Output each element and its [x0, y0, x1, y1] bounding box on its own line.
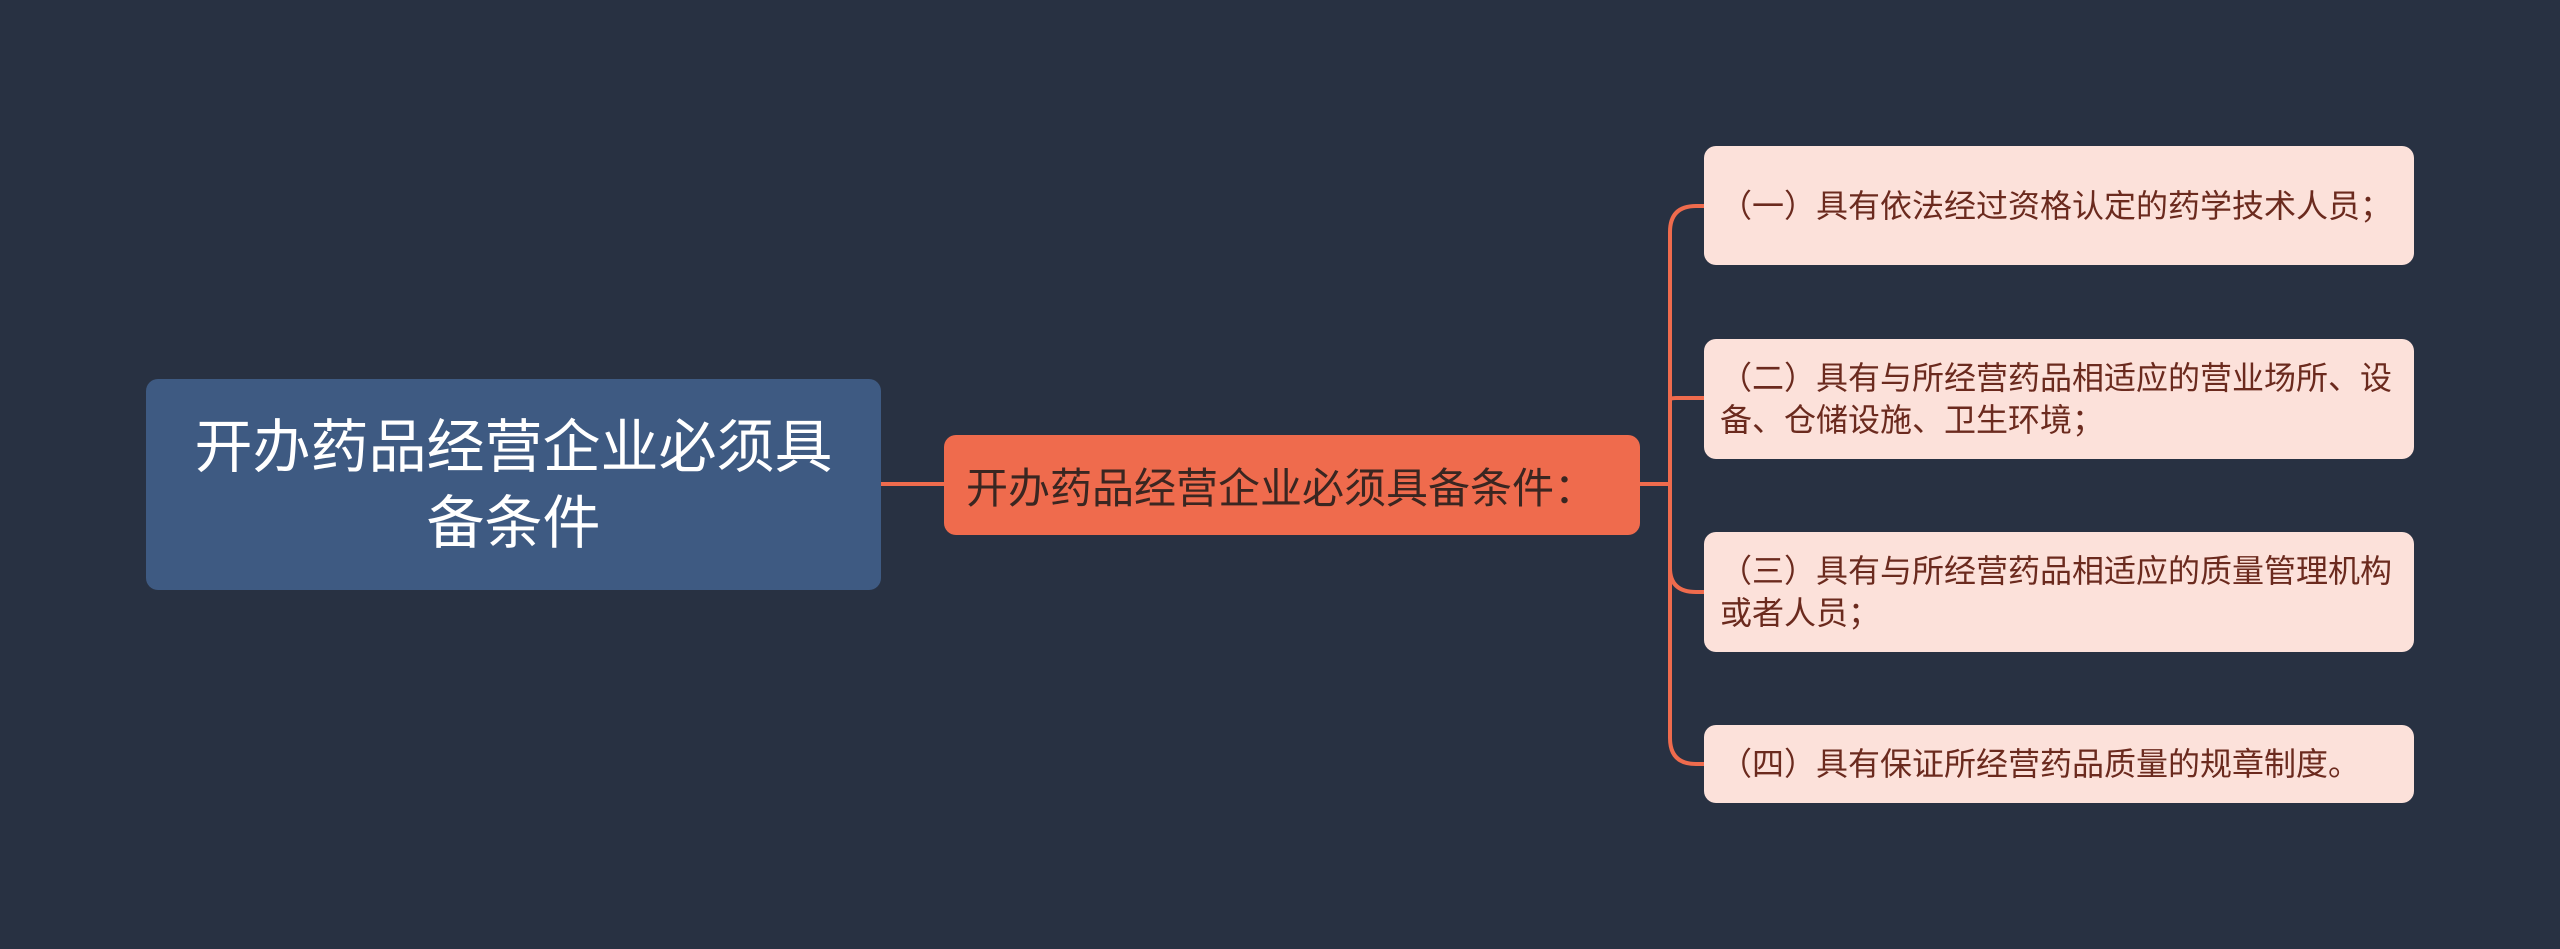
leaf-label-2: （二）具有与所经营药品相适应的营业场所、设备、仓储设施、卫生环境；: [1720, 359, 2393, 439]
leaf-label-3: （三）具有与所经营药品相适应的质量管理机构或者人员；: [1720, 552, 2393, 632]
leaf-label-1: （一）具有依法经过资格认定的药学技术人员；: [1720, 186, 2393, 225]
leaf-label-4: （四）具有保证所经营药品质量的规章制度。: [1720, 745, 2361, 783]
root-topic-node[interactable]: 开办药品经营企业必须具备条件: [146, 379, 881, 590]
branch-topic-node[interactable]: 开办药品经营企业必须具备条件：: [944, 435, 1640, 535]
leaf-node-2[interactable]: （二）具有与所经营药品相适应的营业场所、设备、仓储设施、卫生环境；: [1704, 339, 2414, 459]
branch-to-leaves-connector: [1640, 204, 1704, 766]
leaf-node-4[interactable]: （四）具有保证所经营药品质量的规章制度。: [1704, 725, 2414, 803]
leaf-node-1[interactable]: （一）具有依法经过资格认定的药学技术人员；: [1704, 146, 2414, 265]
branch-topic-label: 开办药品经营企业必须具备条件：: [966, 463, 1597, 513]
leaf-node-3[interactable]: （三）具有与所经营药品相适应的质量管理机构或者人员；: [1704, 532, 2414, 652]
root-topic-label: 开办药品经营企业必须具备条件: [194, 412, 833, 557]
